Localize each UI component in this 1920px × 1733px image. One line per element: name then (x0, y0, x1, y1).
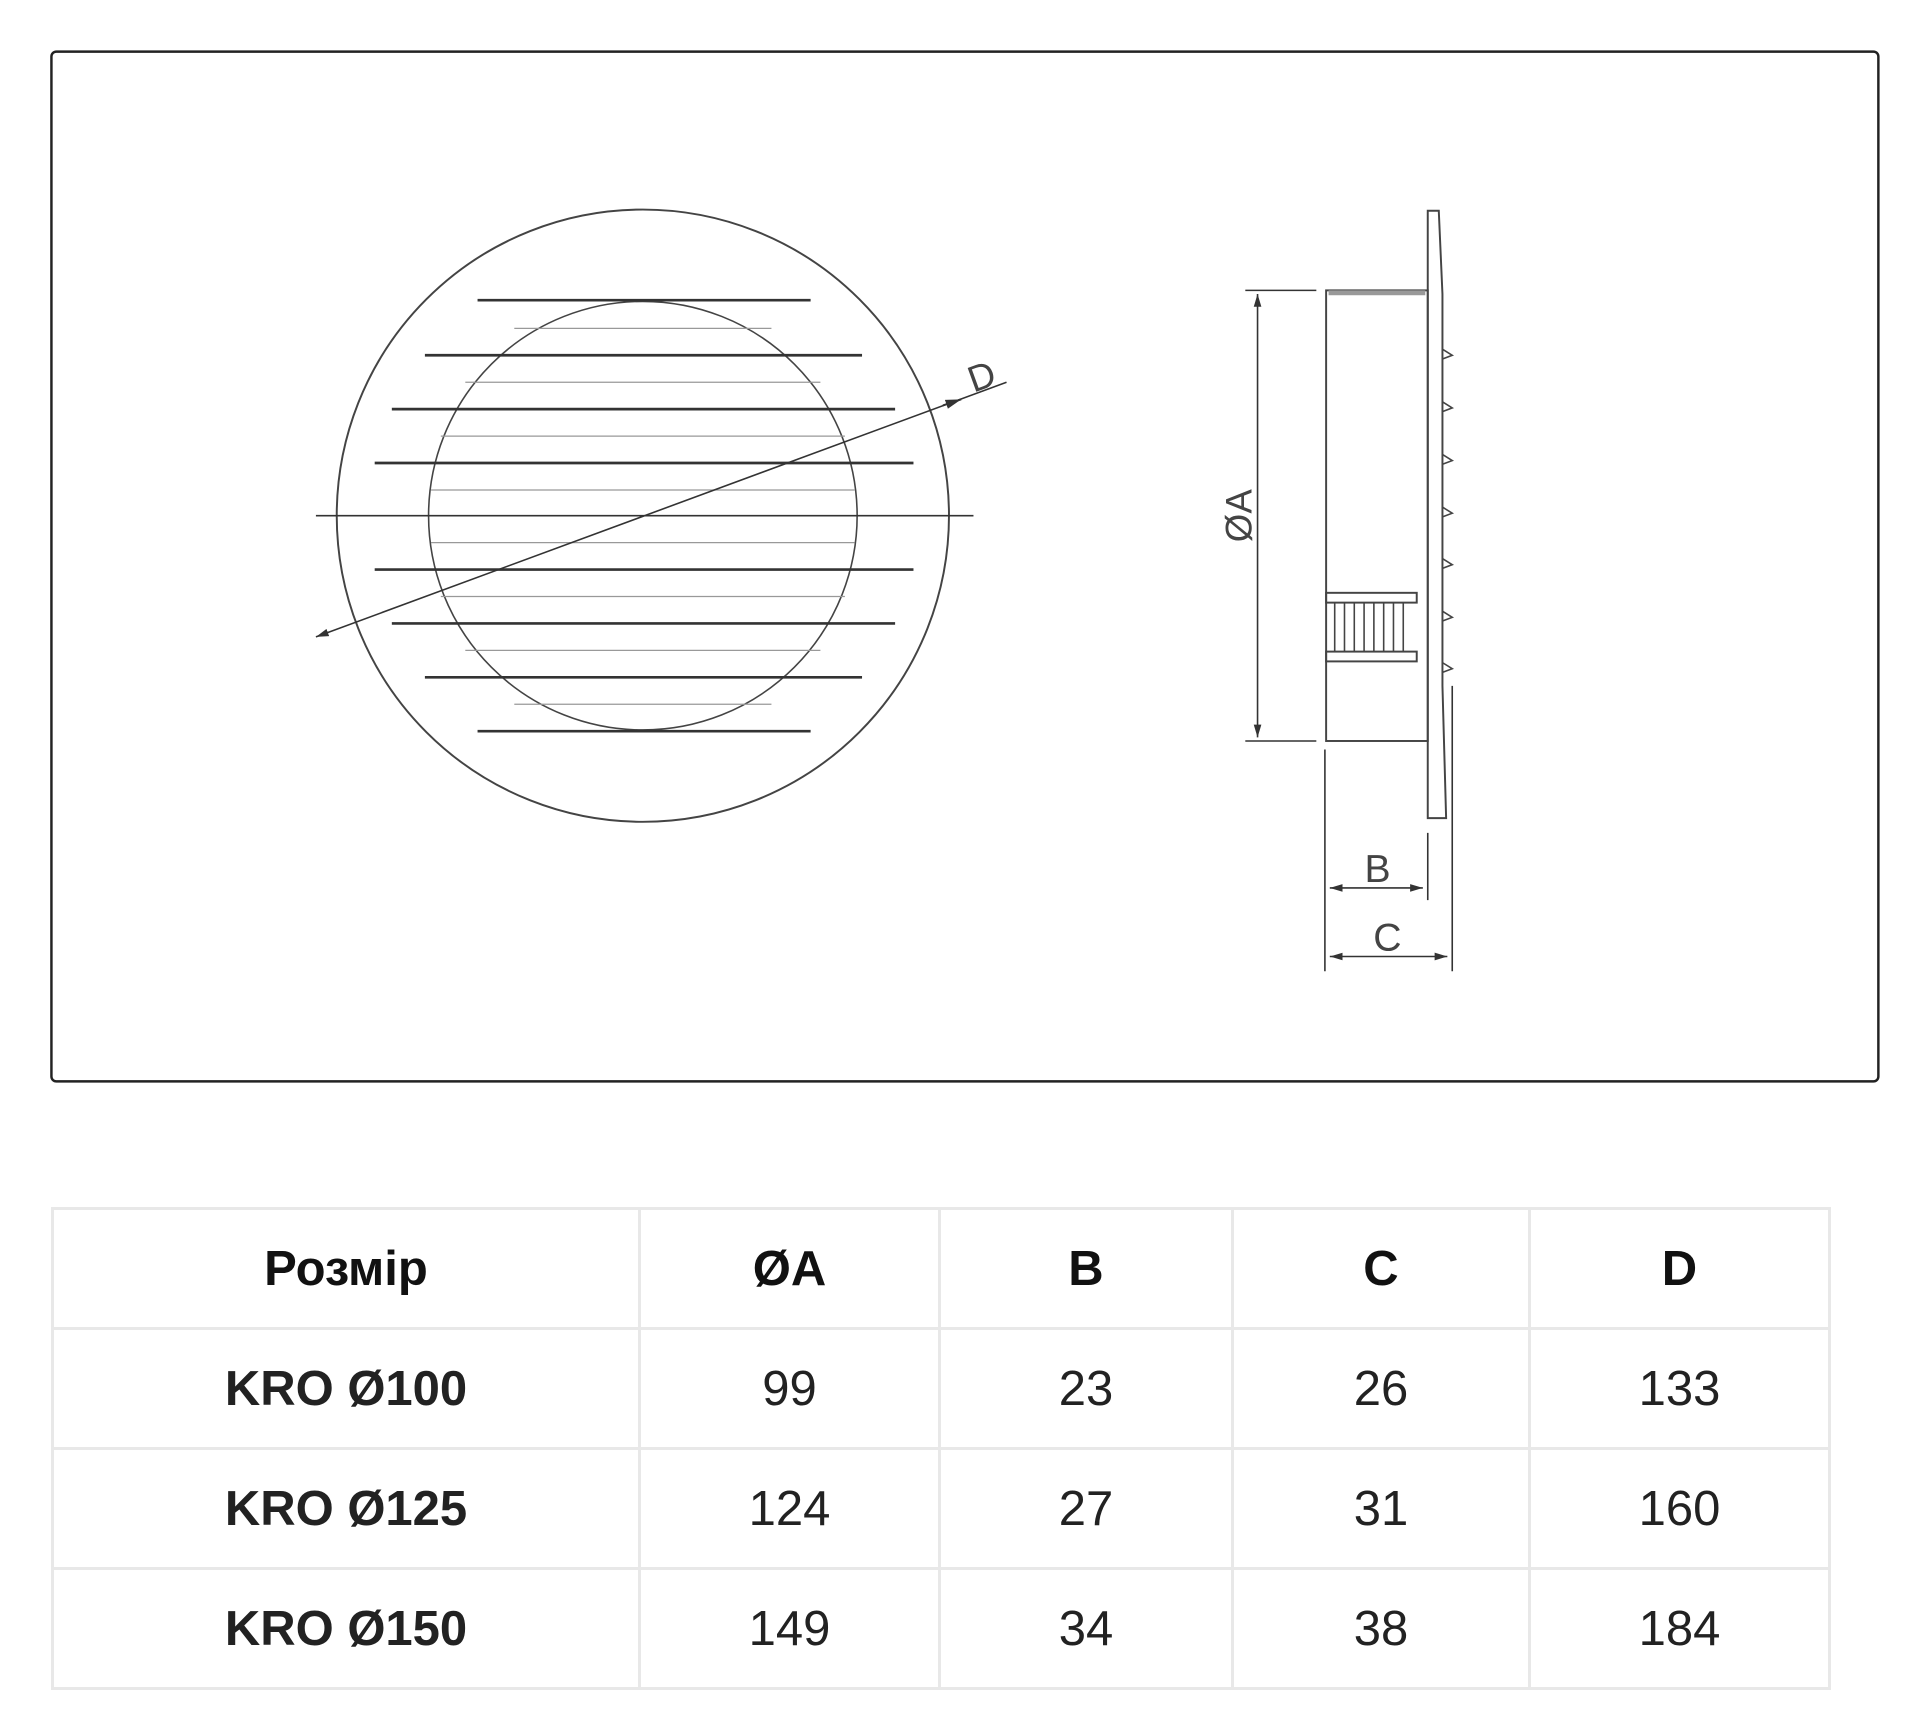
cell-a: 124 (638, 1447, 941, 1570)
dimensions-table: Розмір ØA B C D KRO Ø100 99 23 26 133 KR… (51, 1207, 1831, 1690)
cell-a: 99 (638, 1327, 941, 1450)
side-view (1245, 209, 1455, 972)
cell-d: 160 (1528, 1447, 1831, 1570)
cell-a: 149 (638, 1567, 941, 1690)
dimension-d-line (315, 381, 1007, 638)
table-row: KRO Ø100 99 23 26 133 (51, 1327, 1831, 1450)
header-size: Розмір (51, 1207, 641, 1330)
front-view (315, 208, 1007, 823)
cell-size: KRO Ø125 (51, 1447, 641, 1570)
table-row: KRO Ø150 149 34 38 184 (51, 1567, 1831, 1690)
label-a: ØA (1218, 489, 1259, 543)
cell-b: 23 (938, 1327, 1234, 1450)
drawing-frame (50, 50, 1880, 1083)
table-header-row: Розмір ØA B C D (51, 1207, 1831, 1330)
cell-b: 27 (938, 1447, 1234, 1570)
cell-c: 38 (1231, 1567, 1531, 1690)
cell-d: 133 (1528, 1327, 1831, 1450)
cell-b: 34 (938, 1567, 1234, 1690)
label-b: B (1364, 848, 1390, 891)
cell-size: KRO Ø150 (51, 1567, 641, 1690)
table-row: KRO Ø125 124 27 31 160 (51, 1447, 1831, 1570)
label-c: C (1373, 916, 1401, 959)
header-c: C (1231, 1207, 1531, 1330)
cell-d: 184 (1528, 1567, 1831, 1690)
header-b: B (938, 1207, 1234, 1330)
header-a: ØA (638, 1207, 941, 1330)
cell-c: 31 (1231, 1447, 1531, 1570)
cell-c: 26 (1231, 1327, 1531, 1450)
cell-size: KRO Ø100 (51, 1327, 641, 1450)
header-d: D (1528, 1207, 1831, 1330)
